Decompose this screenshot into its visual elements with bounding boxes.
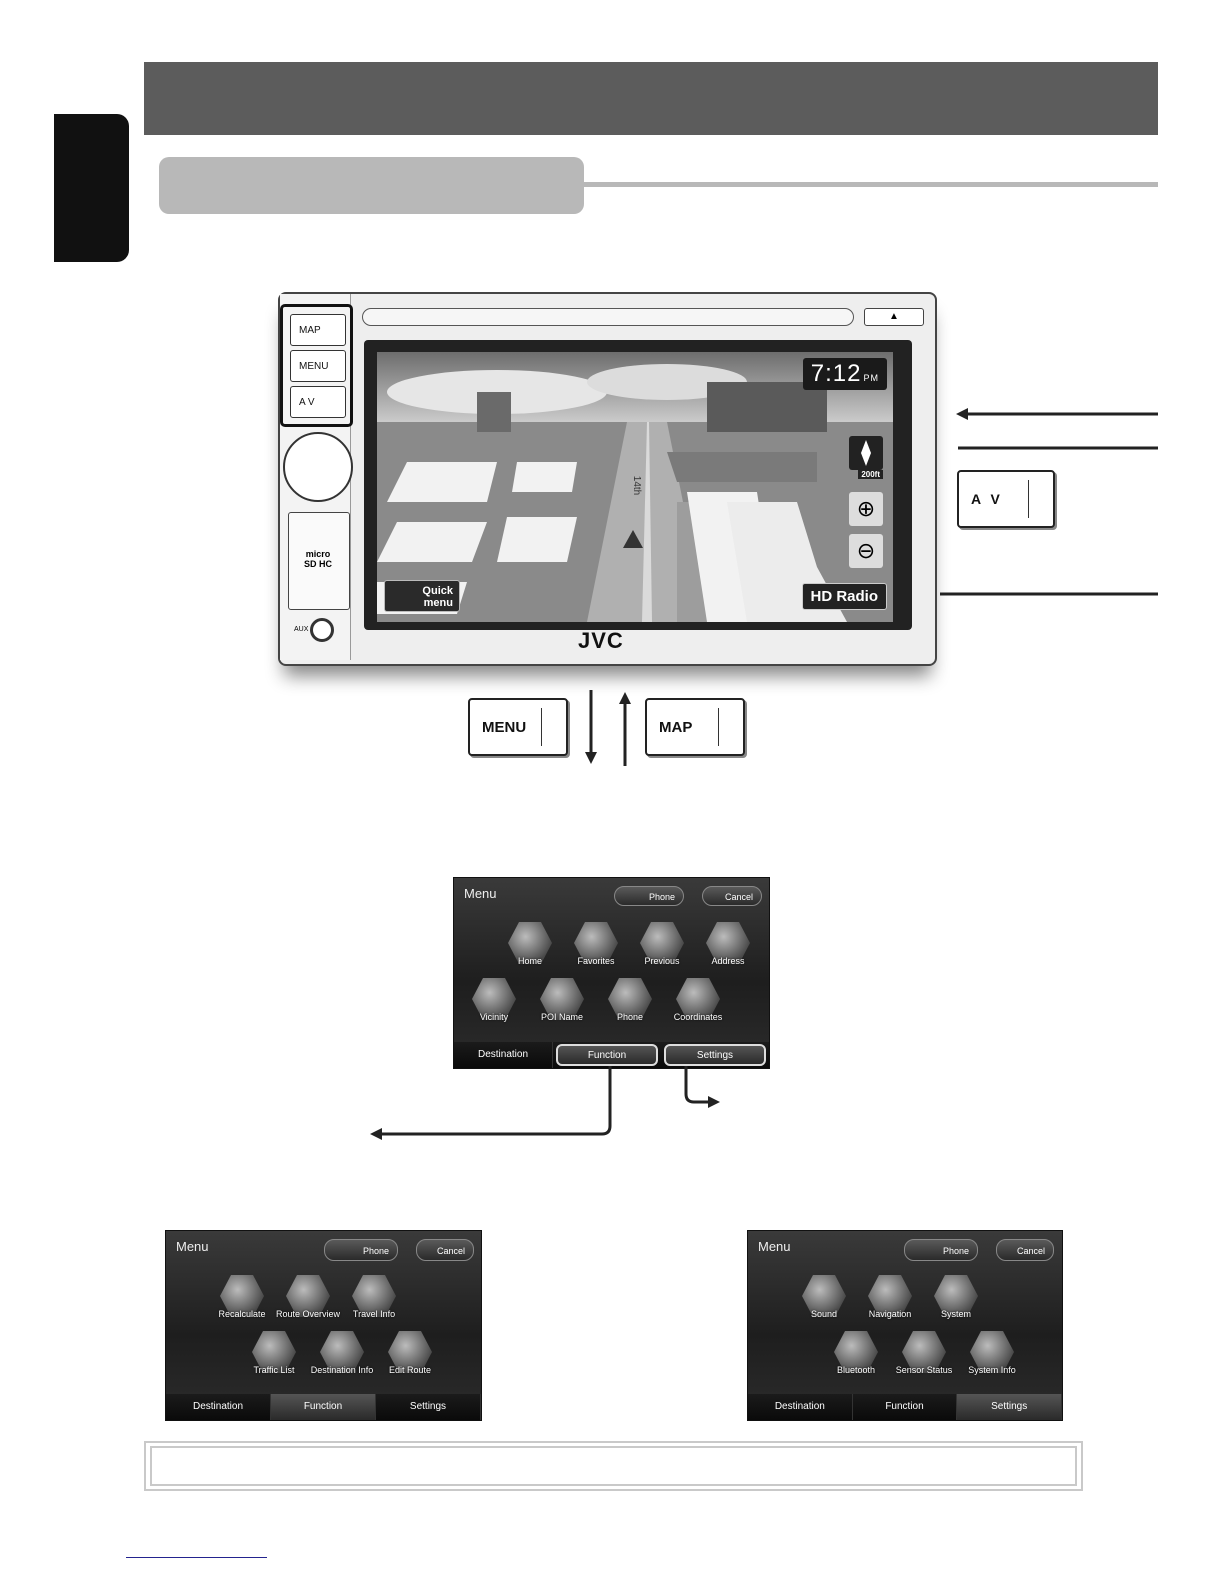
compass-icon[interactable] bbox=[849, 436, 883, 470]
menu-callout-button[interactable]: MENU bbox=[468, 698, 568, 756]
icon-label: Navigation bbox=[868, 1309, 912, 1319]
microsd-slot: micro SD HC bbox=[288, 512, 350, 610]
microsd-label: micro SD HC bbox=[303, 549, 332, 569]
icon-label: Coordinates bbox=[673, 1012, 723, 1022]
icon-label: Traffic List bbox=[253, 1365, 295, 1375]
menu-tab-bar: Destination Function Settings bbox=[454, 1042, 769, 1068]
av-hardware-button[interactable]: A V bbox=[290, 386, 346, 418]
quick-menu-button[interactable]: Quick menu bbox=[384, 580, 460, 612]
tab-function[interactable]: Function bbox=[556, 1044, 658, 1066]
tab-settings[interactable]: Settings bbox=[957, 1394, 1062, 1420]
icon-label: Sensor Status bbox=[895, 1365, 953, 1375]
icon-label: Route Overview bbox=[275, 1309, 341, 1319]
icon-label: Sound bbox=[810, 1309, 838, 1319]
button-highlight-frame bbox=[280, 304, 353, 427]
tab-function[interactable]: Function bbox=[853, 1394, 958, 1420]
note-box-outer bbox=[144, 1441, 1083, 1491]
icon-label: Vicinity bbox=[479, 1012, 509, 1022]
scale-label: 200ft bbox=[858, 470, 883, 479]
clock-time: 7:12 bbox=[810, 360, 862, 387]
phone-button[interactable]: Phone bbox=[614, 886, 684, 906]
tab-settings[interactable]: Settings bbox=[376, 1394, 481, 1420]
icon-label: Favorites bbox=[577, 956, 615, 966]
route-overview-icon[interactable] bbox=[286, 1275, 330, 1317]
icon-label: Edit Route bbox=[388, 1365, 432, 1375]
function-menu-screen: Menu Phone Cancel Recalculate Route Over… bbox=[165, 1230, 482, 1421]
tab-settings[interactable]: Settings bbox=[664, 1044, 766, 1066]
side-language-tab bbox=[54, 114, 129, 262]
footer-link-line bbox=[126, 1557, 267, 1558]
destination-info-icon[interactable] bbox=[320, 1331, 364, 1373]
clock-ampm: PM bbox=[863, 373, 879, 383]
icon-label: System Info bbox=[968, 1365, 1016, 1375]
av-callout-button[interactable]: A V bbox=[957, 470, 1055, 528]
menu-hardware-button[interactable]: MENU bbox=[290, 350, 346, 382]
menu-tab-bar: Destination Function Settings bbox=[166, 1394, 481, 1420]
volume-knob[interactable] bbox=[283, 432, 353, 502]
icon-label: Previous bbox=[644, 956, 680, 966]
icon-label: Address bbox=[711, 956, 745, 966]
icon-label: Bluetooth bbox=[836, 1365, 876, 1375]
quick-menu-line1: Quick bbox=[422, 585, 453, 597]
zoom-in-icon[interactable]: ⊕ bbox=[849, 492, 883, 526]
eject-button[interactable]: ▲ bbox=[864, 308, 924, 326]
quick-menu-line2: menu bbox=[423, 597, 453, 609]
phone-button[interactable]: Phone bbox=[324, 1239, 398, 1261]
cancel-button[interactable]: Cancel bbox=[702, 886, 762, 906]
disc-slot bbox=[362, 308, 854, 326]
street-label: 14th bbox=[631, 475, 643, 496]
tab-destination[interactable]: Destination bbox=[454, 1042, 553, 1068]
map-hardware-button[interactable]: MAP bbox=[290, 314, 346, 346]
menu-title: Menu bbox=[758, 1239, 791, 1254]
cancel-button[interactable]: Cancel bbox=[416, 1239, 474, 1261]
icon-label: POI Name bbox=[540, 1012, 583, 1022]
note-box-inner bbox=[150, 1446, 1077, 1486]
tab-connector-arrows bbox=[370, 1066, 720, 1140]
destination-menu-screen: Menu Phone Cancel Home Favorites Previou… bbox=[453, 877, 770, 1069]
tab-destination[interactable]: Destination bbox=[166, 1394, 271, 1420]
map-graphic bbox=[377, 352, 893, 622]
brand-logo: JVC bbox=[578, 628, 624, 653]
aux-label: AUX bbox=[294, 626, 309, 633]
header-band bbox=[144, 62, 1158, 135]
subheader-pill bbox=[159, 157, 584, 214]
traffic-list-icon[interactable] bbox=[252, 1331, 296, 1373]
icon-label: Destination Info bbox=[310, 1365, 374, 1375]
compass-needle-icon bbox=[861, 440, 871, 466]
aux-jack bbox=[310, 618, 334, 642]
subheader-rule bbox=[584, 182, 1158, 187]
cancel-button[interactable]: Cancel bbox=[996, 1239, 1054, 1261]
phone-button[interactable]: Phone bbox=[904, 1239, 978, 1261]
icon-label: Home bbox=[517, 956, 542, 966]
menu-title: Menu bbox=[464, 886, 497, 901]
icon-label: Recalculate bbox=[218, 1309, 266, 1319]
tab-destination[interactable]: Destination bbox=[748, 1394, 853, 1420]
toggle-arrows bbox=[585, 690, 631, 766]
edit-route-icon[interactable] bbox=[388, 1331, 432, 1373]
settings-menu-screen: Menu Phone Cancel Sound Navigation Syste… bbox=[747, 1230, 1063, 1421]
travel-info-icon[interactable] bbox=[352, 1275, 396, 1317]
menu-title: Menu bbox=[176, 1239, 209, 1254]
icon-label: Phone bbox=[616, 1012, 644, 1022]
menu-tab-bar: Destination Function Settings bbox=[748, 1394, 1062, 1420]
zoom-out-icon[interactable]: ⊖ bbox=[849, 534, 883, 568]
tab-function[interactable]: Function bbox=[271, 1394, 376, 1420]
icon-label: Travel Info bbox=[352, 1309, 396, 1319]
vicinity-icon[interactable] bbox=[472, 978, 516, 1020]
right-callout-lines bbox=[940, 408, 1158, 596]
hd-radio-button[interactable]: HD Radio bbox=[801, 583, 887, 610]
icon-label: System bbox=[940, 1309, 971, 1319]
map-callout-button[interactable]: MAP bbox=[645, 698, 745, 756]
